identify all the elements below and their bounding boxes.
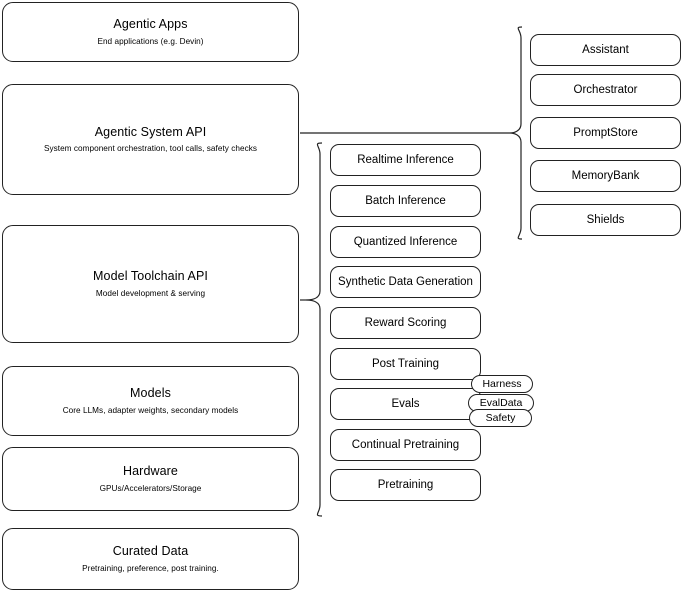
system-component-label: Shields	[586, 214, 625, 226]
system-component-assistant[interactable]: Assistant	[530, 34, 681, 66]
capability-label: Evals	[391, 398, 420, 410]
capability-label: Synthetic Data Generation	[338, 276, 473, 288]
layer-subtitle: GPUs/Accelerators/Storage	[99, 483, 202, 493]
eval-badge-harness[interactable]: Harness	[471, 375, 533, 393]
capability-label: Pretraining	[377, 479, 434, 491]
layer-title: Models	[130, 386, 171, 401]
layer-subtitle: System component orchestration, tool cal…	[43, 144, 258, 154]
system-component-label: Orchestrator	[573, 84, 638, 96]
layer-title: Model Toolchain API	[93, 269, 208, 284]
system-component-shields[interactable]: Shields	[530, 204, 681, 236]
system-component-label: MemoryBank	[571, 170, 640, 182]
capability-pretraining[interactable]: Pretraining	[330, 469, 481, 501]
brace-toolchain-capabilities	[305, 142, 323, 517]
layer-hardware[interactable]: Hardware GPUs/Accelerators/Storage	[2, 447, 299, 511]
capability-label: Quantized Inference	[353, 236, 458, 248]
layer-subtitle: Pretraining, preference, post training.	[82, 563, 219, 573]
capability-label: Reward Scoring	[364, 317, 447, 329]
layer-model-toolchain-api[interactable]: Model Toolchain API Model development & …	[2, 225, 299, 343]
system-component-memorybank[interactable]: MemoryBank	[530, 160, 681, 192]
capability-quantized-inference[interactable]: Quantized Inference	[330, 226, 481, 258]
system-component-label: PromptStore	[573, 127, 638, 139]
system-component-orchestrator[interactable]: Orchestrator	[530, 74, 681, 106]
capability-label: Realtime Inference	[357, 154, 454, 166]
capability-synthetic-data-generation[interactable]: Synthetic Data Generation	[330, 266, 481, 298]
layer-title: Agentic System API	[94, 124, 207, 139]
brace-system-components	[509, 26, 523, 240]
capability-label: Continual Pretraining	[351, 439, 460, 451]
eval-badge-label: Harness	[482, 378, 522, 390]
system-component-label: Assistant	[582, 44, 629, 56]
capability-post-training[interactable]: Post Training	[330, 348, 481, 380]
layer-subtitle: Model development & serving	[95, 288, 206, 298]
system-component-promptstore[interactable]: PromptStore	[530, 117, 681, 149]
capability-continual-pretraining[interactable]: Continual Pretraining	[330, 429, 481, 461]
layer-title: Hardware	[123, 464, 178, 479]
layer-title: Agentic Apps	[113, 17, 188, 32]
layer-subtitle: Core LLMs, adapter weights, secondary mo…	[62, 405, 239, 415]
capability-label: Batch Inference	[365, 195, 446, 207]
eval-badge-label: Safety	[485, 412, 516, 424]
layer-agentic-system-api[interactable]: Agentic System API System component orch…	[2, 84, 299, 195]
capability-evals[interactable]: Evals	[330, 388, 481, 420]
capability-reward-scoring[interactable]: Reward Scoring	[330, 307, 481, 339]
eval-badge-label: EvalData	[479, 397, 523, 409]
layer-curated-data[interactable]: Curated Data Pretraining, preference, po…	[2, 528, 299, 590]
eval-badge-safety[interactable]: Safety	[469, 409, 532, 427]
layer-title: Curated Data	[112, 544, 189, 559]
layer-agentic-apps[interactable]: Agentic Apps End applications (e.g. Devi…	[2, 2, 299, 62]
layer-subtitle: End applications (e.g. Devin)	[97, 36, 204, 46]
layer-models[interactable]: Models Core LLMs, adapter weights, secon…	[2, 366, 299, 436]
capability-label: Post Training	[371, 358, 440, 370]
capability-batch-inference[interactable]: Batch Inference	[330, 185, 481, 217]
capability-realtime-inference[interactable]: Realtime Inference	[330, 144, 481, 176]
